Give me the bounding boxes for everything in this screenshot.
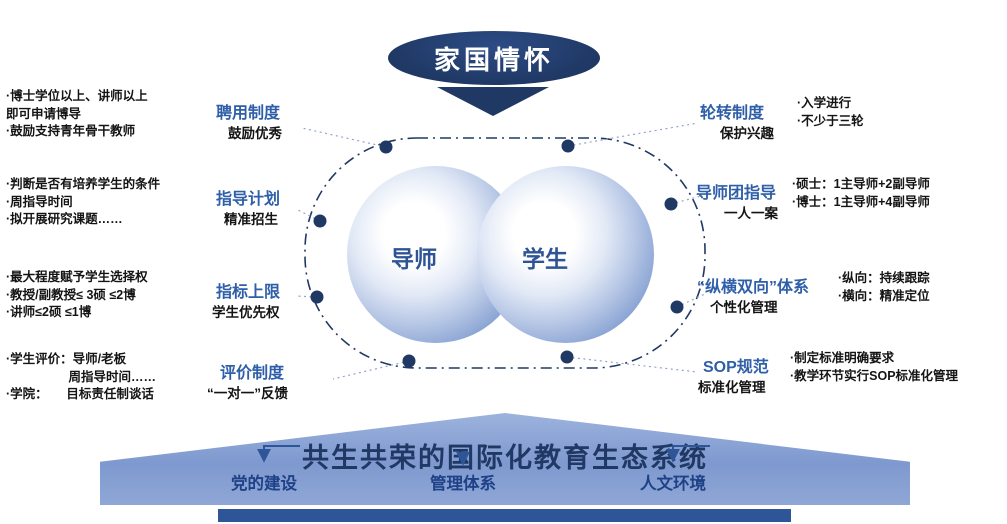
mentor-team-label: 导师团指导 一人一案 bbox=[696, 184, 778, 222]
group-subtitle: 学生优先权 bbox=[212, 305, 280, 320]
group-title: 指导计划 bbox=[216, 191, 281, 208]
bullet-line: ·周指导时间 bbox=[6, 194, 73, 209]
mentor-label: 导师 bbox=[391, 246, 437, 272]
student-label: 学生 bbox=[522, 246, 568, 272]
node-dot bbox=[379, 140, 393, 154]
bullet-line: ·判断是否有培养学生的条件 bbox=[6, 177, 161, 191]
rotation-bullets: ·入学进行 ·不少于三轮 bbox=[797, 95, 917, 130]
group-subtitle: 一人一案 bbox=[724, 206, 778, 221]
patriotism-banner: 家国情怀 bbox=[388, 31, 600, 85]
bullet-line: ·硕士：1主导师+2副导师 bbox=[792, 177, 930, 191]
group-title: 指标上限 bbox=[216, 284, 281, 301]
employment-bullets: ·博士学位以上、讲师以上即可申请博导 ·鼓励支持青年骨干教师 bbox=[6, 88, 148, 141]
node-dot bbox=[670, 300, 684, 314]
group-title: 评价制度 bbox=[220, 365, 285, 382]
bullet-line: ·不少于三轮 bbox=[797, 113, 864, 128]
bullet-line: ·入学进行 bbox=[797, 96, 852, 110]
evaluation-bullets: ·学生评价：导师/老板 周指导时间…… ·学院： 目标责任制谈话 bbox=[6, 351, 196, 404]
dual-direction-label: “纵横双向”体系 个性化管理 bbox=[697, 278, 809, 316]
guidance-plan-label: 指导计划 精准招生 bbox=[216, 190, 280, 228]
bullet-line: ·鼓励支持青年骨干教师 bbox=[6, 124, 136, 138]
ecosystem-banner: 共生共荣的国际化教育生态系统 党的建设 管理体系 人文环境 bbox=[100, 413, 910, 505]
bullet-line: 周指导时间…… bbox=[6, 369, 157, 384]
sop-label: SOP规范 标准化管理 bbox=[698, 358, 769, 396]
connector-line bbox=[566, 356, 698, 373]
sop-bullets: ·制定标准明确要求 ·教学环节实行SOP标准化管理 bbox=[790, 350, 1005, 385]
bullet-line: ·博士学位以上、讲师以上即可申请博导 bbox=[6, 89, 148, 121]
group-title: 轮转制度 bbox=[700, 105, 765, 122]
group-title: “纵横双向”体系 bbox=[697, 279, 810, 296]
mentor-team-bullets: ·硕士：1主导师+2副导师 ·博士：1主导师+4副导师 bbox=[792, 176, 992, 211]
down-arrow-icon bbox=[437, 87, 549, 116]
bullet-line: ·纵向：持续跟踪 bbox=[838, 271, 930, 285]
rotation-label: 轮转制度 保护兴趣 bbox=[700, 104, 774, 142]
employment-label: 聘用制度 鼓励优秀 bbox=[216, 104, 282, 142]
node-dot bbox=[664, 197, 678, 211]
connector-line bbox=[295, 295, 318, 298]
bullet-line: ·讲师≤2硕 ≤1博 bbox=[6, 305, 92, 319]
node-dot bbox=[560, 350, 574, 364]
bottom-item-party: 党的建设 bbox=[231, 475, 297, 493]
bullet-line: ·横向：精准定位 bbox=[838, 288, 930, 303]
group-subtitle: 鼓励优秀 bbox=[228, 126, 282, 141]
bullet-line: ·学生评价：导师/老板 bbox=[6, 352, 127, 366]
group-subtitle: 保护兴趣 bbox=[720, 126, 774, 141]
node-dot bbox=[402, 354, 416, 368]
ecosystem-title: 共生共荣的国际化教育生态系统 bbox=[302, 443, 708, 473]
node-dot bbox=[313, 214, 327, 228]
bullet-line: ·博士：1主导师+4副导师 bbox=[792, 194, 930, 209]
guidance-plan-bullets: ·判断是否有培养学生的条件 ·周指导时间 ·拟开展研究课题…… bbox=[6, 176, 181, 229]
base-bar bbox=[218, 509, 791, 522]
group-subtitle: 标准化管理 bbox=[698, 380, 766, 395]
bullet-line: ·教授/副教授≤ 3硕 ≤2博 bbox=[6, 287, 136, 302]
group-title: SOP规范 bbox=[703, 359, 769, 376]
group-subtitle: 个性化管理 bbox=[710, 300, 778, 315]
connector-line bbox=[567, 122, 699, 147]
group-title: 聘用制度 bbox=[216, 105, 281, 122]
patriotism-label: 家国情怀 bbox=[433, 44, 554, 75]
group-subtitle: 精准招生 bbox=[224, 212, 278, 227]
quota-cap-bullets: ·最大程度赋予学生选择权 ·教授/副教授≤ 3硕 ≤2博 ·讲师≤2硕 ≤1博 bbox=[6, 269, 186, 322]
node-dot bbox=[561, 139, 575, 153]
bullet-line: ·学院： 目标责任制谈话 bbox=[6, 387, 154, 401]
bullet-line: ·最大程度赋予学生选择权 bbox=[6, 270, 148, 284]
bullet-line: ·制定标准明确要求 bbox=[790, 351, 895, 365]
group-subtitle: “一对一”反馈 bbox=[207, 386, 288, 401]
quota-cap-label: 指标上限 学生优先权 bbox=[212, 283, 281, 321]
evaluation-label: 评价制度 “一对一”反馈 bbox=[207, 364, 288, 402]
bullet-line: ·教学环节实行SOP标准化管理 bbox=[790, 368, 959, 383]
connector-line bbox=[301, 127, 387, 148]
connector-line bbox=[295, 208, 321, 222]
bullet-line: ·拟开展研究课题…… bbox=[6, 212, 123, 226]
dual-direction-bullets: ·纵向：持续跟踪 ·横向：精准定位 bbox=[838, 270, 978, 305]
group-title: 导师团指导 bbox=[696, 185, 777, 202]
node-dot bbox=[310, 290, 324, 304]
connector-line bbox=[332, 360, 410, 380]
bottom-item-management: 管理体系 bbox=[430, 475, 496, 493]
bottom-item-humanity: 人文环境 bbox=[640, 475, 706, 493]
